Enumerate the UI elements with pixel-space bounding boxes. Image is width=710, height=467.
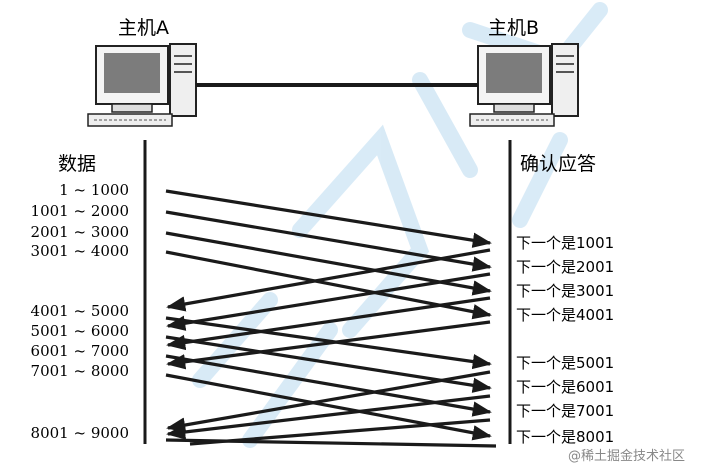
data-range-label: 1 ~ 1000: [59, 181, 129, 199]
ack-arrow: [166, 320, 491, 370]
data-range-label: 8001 ~ 9000: [31, 424, 129, 442]
ack-arrow: [166, 370, 491, 433]
data-range-label: 3001 ~ 4000: [31, 242, 129, 260]
ack-label: 下一个是4001: [516, 306, 614, 324]
ack-label: 下一个是2001: [516, 258, 614, 276]
data-range-label: 2001 ~ 3000: [31, 223, 129, 241]
ack-label: 下一个是7001: [516, 402, 614, 420]
ack-label: 下一个是5001: [516, 354, 614, 372]
ack-label: 下一个是1001: [516, 234, 614, 252]
ack-arrow: [166, 394, 491, 440]
desktop-computer-icon: [469, 43, 579, 127]
data-range-label: 4001 ~ 5000: [31, 302, 129, 320]
data-range-label: 5001 ~ 6000: [31, 322, 129, 340]
watermark-text: @稀土掘金技术社区: [568, 448, 685, 464]
ack-arrow: [166, 272, 491, 331]
ack-arrow: [166, 296, 491, 351]
data-segment-arrow: [165, 210, 492, 272]
host-b-label: 主机B: [488, 17, 539, 39]
ack-arrows: [166, 248, 491, 446]
data-range-label: 6001 ~ 7000: [31, 342, 129, 360]
data-range-label: 7001 ~ 8000: [31, 362, 129, 380]
desktop-computer-icon: [87, 43, 197, 127]
ack-label: 下一个是6001: [516, 378, 614, 396]
host-a-label: 主机A: [118, 17, 169, 39]
data-segment-arrow: [165, 335, 492, 393]
data-range-labels: 1 ~ 1000 1001 ~ 2000 2001 ~ 3000 3001 ~ …: [31, 181, 129, 442]
data-range-label: 1001 ~ 2000: [31, 202, 129, 220]
data-segment-arrow: [165, 189, 492, 248]
data-segment-arrow: [165, 316, 492, 370]
ack-label: 下一个是8001: [516, 428, 614, 446]
data-column-header: 数据: [58, 153, 96, 175]
ack-label: 下一个是3001: [516, 282, 614, 300]
ack-column-header: 确认应答: [520, 153, 596, 175]
ack-labels: 下一个是1001 下一个是2001 下一个是3001 下一个是4001 下一个是…: [516, 234, 614, 446]
ack-arrow: [189, 418, 491, 446]
ack-arrow: [166, 248, 491, 312]
